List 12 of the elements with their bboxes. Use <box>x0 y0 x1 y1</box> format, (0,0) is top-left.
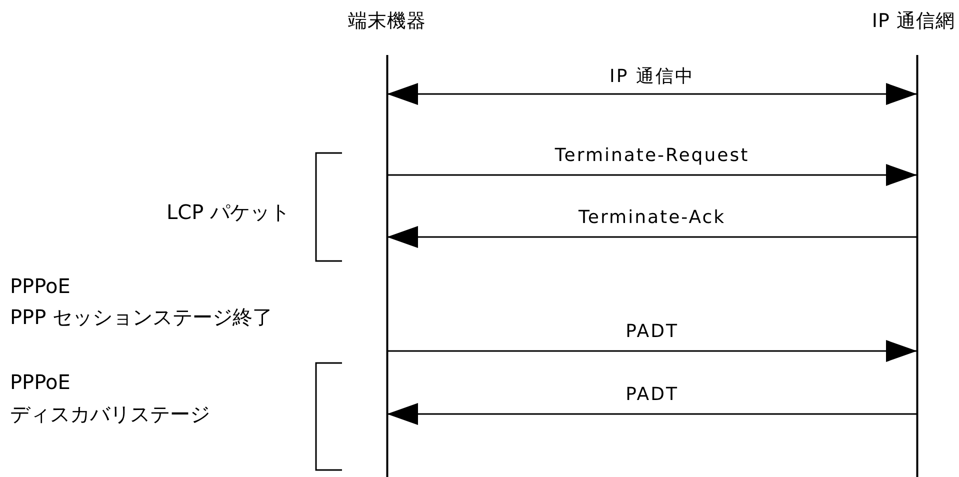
message-arrow <box>387 340 917 362</box>
phase-label: PPPoE <box>10 370 72 394</box>
lifeline-header: 端末機器 <box>347 9 427 34</box>
message-arrow <box>387 226 917 248</box>
message-arrow <box>387 164 917 186</box>
message-arrow <box>387 83 917 105</box>
phase-label: ディスカバリステージ <box>10 401 211 428</box>
message-arrow <box>387 403 917 425</box>
phase-label: LCP パケット <box>165 199 290 226</box>
phase-label: PPP セッションステージ終了 <box>10 304 274 331</box>
lifeline-header: IP 通信網 <box>870 9 955 34</box>
phase-label: PPPoE <box>10 274 72 298</box>
